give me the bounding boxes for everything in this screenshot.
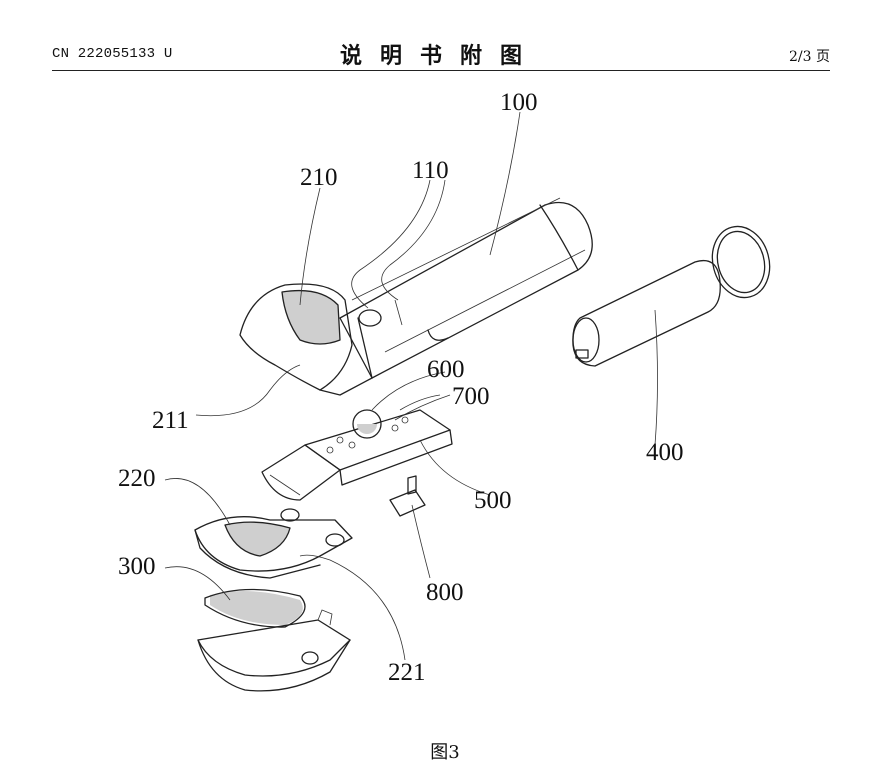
part-800-block	[389, 475, 426, 517]
label-221: 221	[388, 659, 426, 686]
section-title: 说明书附图	[340, 44, 541, 69]
leader-lines	[164, 111, 658, 661]
patent-number: CN 222055133 U	[52, 46, 173, 62]
label-600: 600	[427, 356, 465, 383]
part-210-head	[239, 283, 373, 396]
label-500: 500	[474, 487, 512, 514]
part-400-battery	[572, 225, 771, 367]
label-400: 400	[646, 439, 684, 466]
part-500-pcb	[261, 394, 453, 501]
header-rule	[52, 70, 830, 71]
reference-labels: 100 110 210 211 220 221 300 400 500 600 …	[118, 89, 684, 686]
label-100: 100	[500, 89, 538, 116]
label-800: 800	[426, 579, 464, 606]
page-indicator: 2/3 页	[789, 49, 830, 65]
part-220-shell	[194, 508, 353, 579]
label-210: 210	[300, 164, 338, 191]
part-100-body	[339, 197, 593, 379]
figure-caption: 图3	[430, 742, 460, 763]
label-220: 220	[118, 465, 156, 492]
label-211: 211	[152, 407, 189, 434]
label-300: 300	[118, 553, 156, 580]
label-110: 110	[412, 157, 449, 184]
part-300-cover	[197, 588, 351, 692]
label-700: 700	[452, 383, 490, 410]
